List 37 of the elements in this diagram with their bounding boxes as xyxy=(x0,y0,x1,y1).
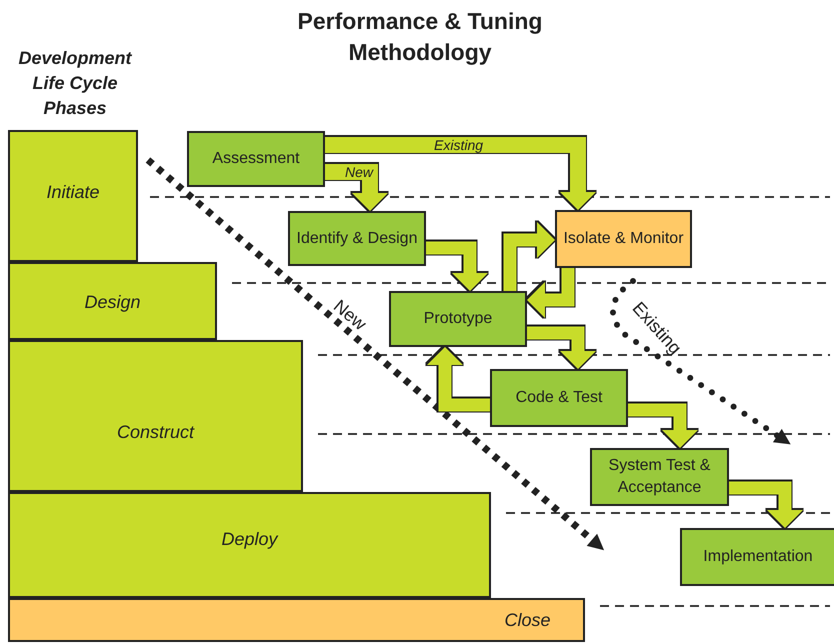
process-box xyxy=(555,210,692,268)
phase-block xyxy=(8,130,138,262)
block-arrow xyxy=(527,268,574,318)
direction-label: New xyxy=(328,294,372,336)
phase-label: Construct xyxy=(116,422,196,443)
process-label: Prototype xyxy=(422,309,494,329)
process-label: System Test & Acceptance xyxy=(608,456,712,498)
block-arrow xyxy=(325,137,596,210)
process-label: Code & Test xyxy=(514,388,604,408)
process-label: Identify & Design xyxy=(296,228,418,248)
phase-block xyxy=(8,598,585,642)
edge-label: Existing xyxy=(432,138,486,152)
block-arrow xyxy=(504,222,555,291)
block-arrow xyxy=(325,164,388,211)
process-box xyxy=(187,131,325,187)
process-box xyxy=(288,211,426,266)
diagram-title: Performance & Tuning Methodology xyxy=(296,7,544,67)
block-arrow xyxy=(527,326,596,369)
process-box xyxy=(680,528,834,586)
phase-label: Initiate xyxy=(45,182,101,203)
phase-block xyxy=(8,492,491,598)
process-box xyxy=(490,369,628,427)
process-label: Isolate & Monitor xyxy=(562,229,685,249)
phase-label: Design xyxy=(83,292,142,313)
phase-block xyxy=(8,340,303,492)
block-arrow xyxy=(427,347,490,412)
phase-label: Close xyxy=(503,610,552,631)
block-arrow xyxy=(628,404,698,448)
axis-heading: Development Life Cycle Phases xyxy=(17,47,133,120)
process-box xyxy=(389,291,527,347)
process-label: Implementation xyxy=(702,547,814,567)
phase-block xyxy=(8,262,217,340)
process-box xyxy=(590,448,729,506)
edge-label: New xyxy=(343,165,376,179)
phase-label: Deploy xyxy=(220,529,280,550)
block-arrow xyxy=(426,242,488,291)
process-label: Assessment xyxy=(211,149,301,169)
